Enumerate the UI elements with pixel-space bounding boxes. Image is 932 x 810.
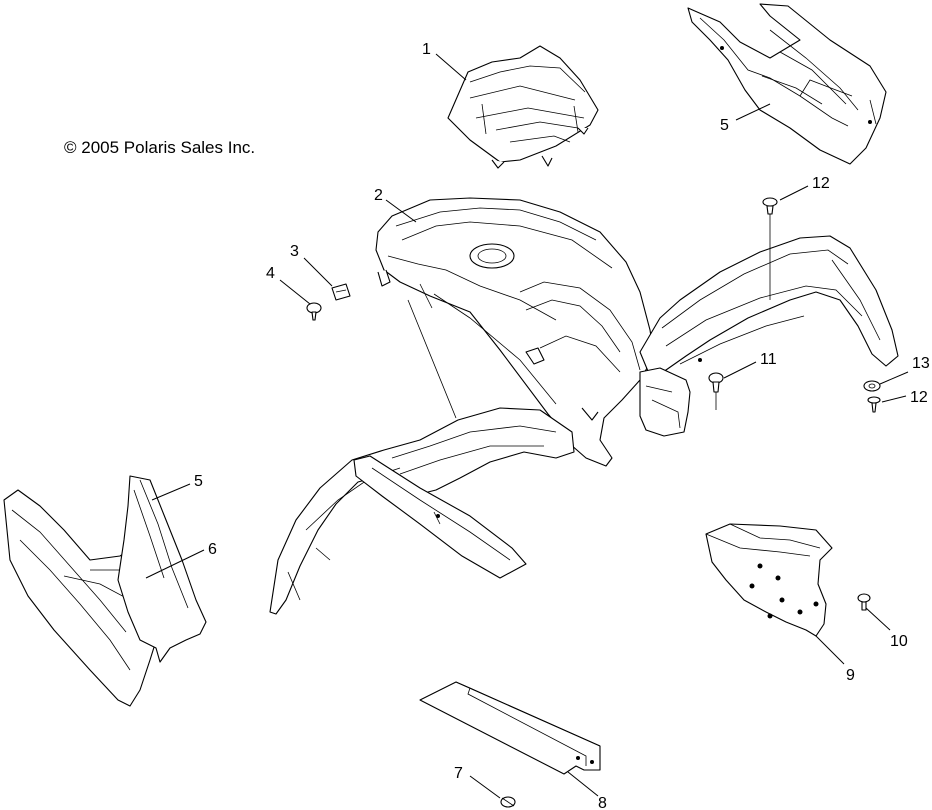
part-3-clip — [331, 283, 351, 301]
part-11-screw — [708, 372, 724, 393]
part-2-lower-fender — [269, 407, 575, 615]
part-4-rivet — [306, 302, 322, 321]
part-9-heat-shield — [705, 523, 833, 637]
leader-lines — [145, 53, 909, 799]
callout-12-top: 12 — [812, 175, 830, 192]
part-2-right-fender — [639, 235, 899, 437]
callout-4: 4 — [266, 265, 275, 282]
callout-9: 9 — [846, 667, 855, 684]
callout-labels: 1 2 3 4 5 5 6 7 8 9 10 11 12 12 13 — [194, 41, 930, 810]
callout-11: 11 — [760, 351, 777, 368]
callout-1: 1 — [422, 41, 431, 58]
part-5-top-panel — [687, 3, 887, 165]
part-13-washer — [863, 380, 881, 392]
callout-2: 2 — [374, 187, 383, 204]
part-10-screw — [857, 593, 871, 611]
part-12-right-screw — [867, 396, 881, 413]
part-8-skid-plate — [419, 681, 601, 775]
callout-6: 6 — [208, 541, 217, 558]
callout-5-top: 5 — [720, 117, 729, 134]
copyright-notice: © 2005 Polaris Sales Inc. — [64, 138, 256, 157]
part-12-top-screw — [762, 197, 778, 215]
callout-7: 7 — [454, 765, 463, 782]
callout-13: 13 — [912, 355, 930, 372]
part-1-cover — [447, 45, 599, 169]
callout-8: 8 — [598, 795, 607, 810]
part-5-left-panel — [117, 475, 207, 663]
callout-12-right: 12 — [910, 389, 928, 406]
assembly-lines — [407, 214, 771, 419]
part-2-front-body — [375, 197, 655, 467]
callout-5-left: 5 — [194, 473, 203, 490]
part-7-rivet — [500, 796, 516, 808]
callout-3: 3 — [290, 243, 299, 260]
callout-10: 10 — [890, 633, 908, 650]
